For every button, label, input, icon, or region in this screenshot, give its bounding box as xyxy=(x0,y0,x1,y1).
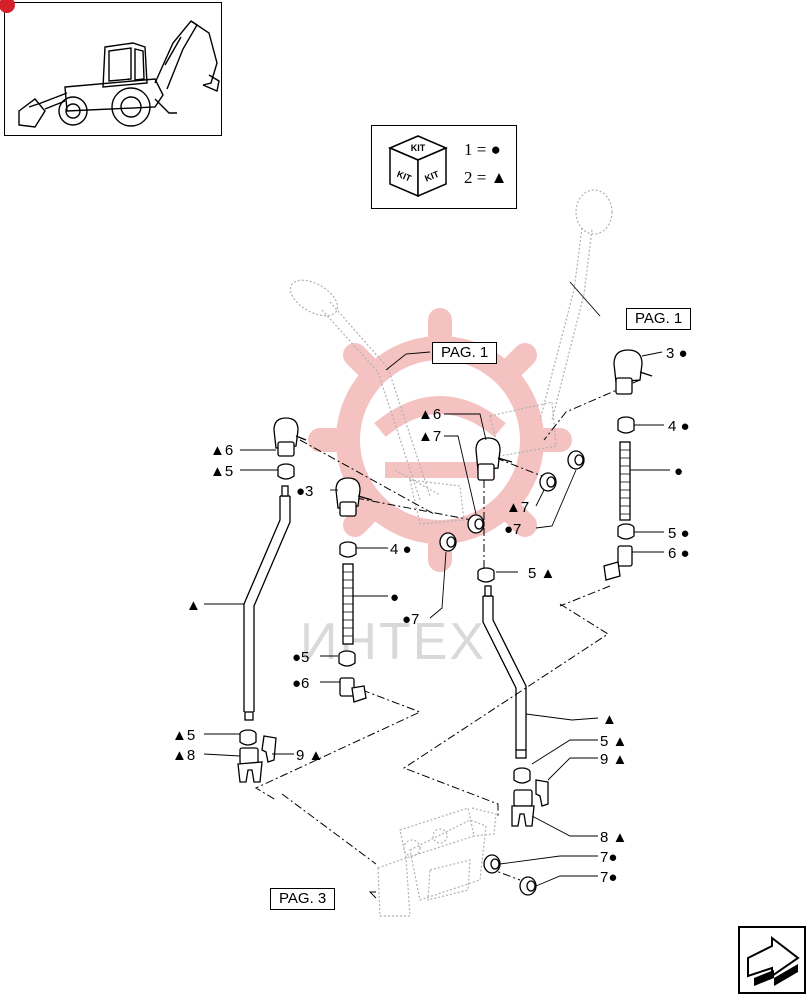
part-6-right-elbow xyxy=(603,545,633,581)
part-5-left-center-nut xyxy=(338,650,356,667)
part-8-center-clevis xyxy=(511,789,535,827)
page-ref-bottom-label: PAG. 3 xyxy=(279,890,327,907)
part-rod-left-bent xyxy=(243,485,291,721)
page-marker-dot xyxy=(0,0,15,13)
part-5-center-lower-nut xyxy=(513,767,531,784)
ghost-lever-right xyxy=(489,189,613,457)
callout-8-center: 8 ▲ xyxy=(600,829,627,846)
callout-5-center: 5 ▲ xyxy=(528,565,555,582)
part-rod-left-center xyxy=(342,563,354,645)
legend-row-2-number: 2 xyxy=(464,168,473,187)
part-4-right-nut xyxy=(617,416,635,434)
part-7-lower-bushing-a xyxy=(483,854,501,874)
page-ref-top-left-label: PAG. 1 xyxy=(441,344,489,361)
callout-leader-lines xyxy=(203,281,670,899)
kit-top-label: KIT xyxy=(411,143,426,153)
callout-5-left: ▲5 xyxy=(210,463,233,480)
callout-8-left: ▲8 xyxy=(172,747,195,764)
callout-9-left: 9 ▲ xyxy=(296,747,323,764)
part-6-center-elbow xyxy=(475,437,513,481)
part-7-lower-bushing-b xyxy=(519,876,537,896)
part-5-center-nut xyxy=(477,567,495,583)
callout-7-lower-a: 7● xyxy=(600,849,617,866)
part-rod-center-bent xyxy=(482,585,527,759)
callout-5-center-lower: 5 ▲ xyxy=(600,733,627,750)
legend-row-1: 1 = ● xyxy=(464,140,501,160)
part-5-left-lower-nut xyxy=(239,729,257,746)
legend-row-1-symbol: ● xyxy=(490,140,501,159)
callout-rod-left-center: ● xyxy=(390,589,399,606)
machine-thumbnail xyxy=(0,0,222,136)
callout-7-center-b: ▲7 xyxy=(506,499,529,516)
part-7-center-bushing-a xyxy=(467,514,485,534)
part-9-center-clip xyxy=(535,779,549,807)
part-6-left-elbow xyxy=(273,417,307,457)
legend-row-1-equals: = xyxy=(476,140,487,159)
legend-row-1-number: 1 xyxy=(464,140,473,159)
part-5-left-nut xyxy=(277,463,295,480)
part-4-left-center-nut xyxy=(339,541,357,558)
callout-3-right: 3 ● xyxy=(666,345,688,362)
next-page-button[interactable] xyxy=(738,926,806,994)
part-9-left-clip xyxy=(261,735,277,763)
legend-row-2-symbol: ▲ xyxy=(490,168,508,187)
callout-rod-right: ● xyxy=(674,463,683,480)
page-ref-top-right-label: PAG. 1 xyxy=(635,310,683,327)
part-8-left-clevis xyxy=(237,747,263,783)
callout-6-left: ▲6 xyxy=(210,442,233,459)
callout-labels: 3 ● 4 ● ● 5 ● 6 ● ▲6 ▲7 ▲7 ●7 5 ▲ ▲6 ▲ 5 … xyxy=(172,345,690,886)
page-ref-top-left[interactable]: PAG. 1 xyxy=(432,342,498,364)
part-3-right-elbow xyxy=(613,349,653,395)
kit-legend: KIT KIT KIT 1 = ● 2 = ▲ xyxy=(371,125,517,209)
part-7-center-bushing-c xyxy=(567,450,585,470)
callout-7-center-c: ●7 xyxy=(504,521,521,538)
part-5-right-nut xyxy=(617,523,635,540)
callout-4-right: 4 ● xyxy=(668,418,690,435)
callout-7-left-center: ●7 xyxy=(402,611,419,628)
part-7-left-center-bushing xyxy=(439,532,457,552)
callout-5-left-center: ●5 xyxy=(292,649,309,666)
callout-rod-left: ▲ xyxy=(186,597,201,614)
ghost-base-assembly xyxy=(377,807,497,917)
arrow-right-icon xyxy=(747,935,800,986)
legend-row-2-equals: = xyxy=(476,168,487,187)
watermark-text: ИНТЕХ xyxy=(300,613,487,671)
callout-6-left-center: ●6 xyxy=(292,675,309,692)
kit-cube-icon: KIT KIT KIT xyxy=(388,135,448,198)
part-rod-right xyxy=(619,441,631,521)
callout-7-center-a: ▲7 xyxy=(418,428,441,445)
backhoe-loader-illustration xyxy=(18,20,220,128)
callout-4-left-center: 4 ● xyxy=(390,541,412,558)
ghost-lever-left xyxy=(289,279,465,525)
callout-5-left-lower: ▲5 xyxy=(172,727,195,744)
callout-5-right: 5 ● xyxy=(668,525,690,542)
callout-6-right: 6 ● xyxy=(668,545,690,562)
page-ref-top-right[interactable]: PAG. 1 xyxy=(626,308,692,330)
page-ref-bottom[interactable]: PAG. 3 xyxy=(270,888,336,910)
part-3-left-center-elbow xyxy=(335,477,373,517)
callout-7-lower-b: 7● xyxy=(600,869,617,886)
callout-6-center: ▲6 xyxy=(418,406,441,423)
callout-rod-center: ▲ xyxy=(602,711,617,728)
legend-row-2: 2 = ▲ xyxy=(464,168,507,188)
part-6-left-center-elbow xyxy=(339,677,367,703)
part-7-center-bushing-b xyxy=(539,472,557,492)
callout-9-center: 9 ▲ xyxy=(600,751,627,768)
callout-3-left-center: ●3 xyxy=(296,483,313,500)
